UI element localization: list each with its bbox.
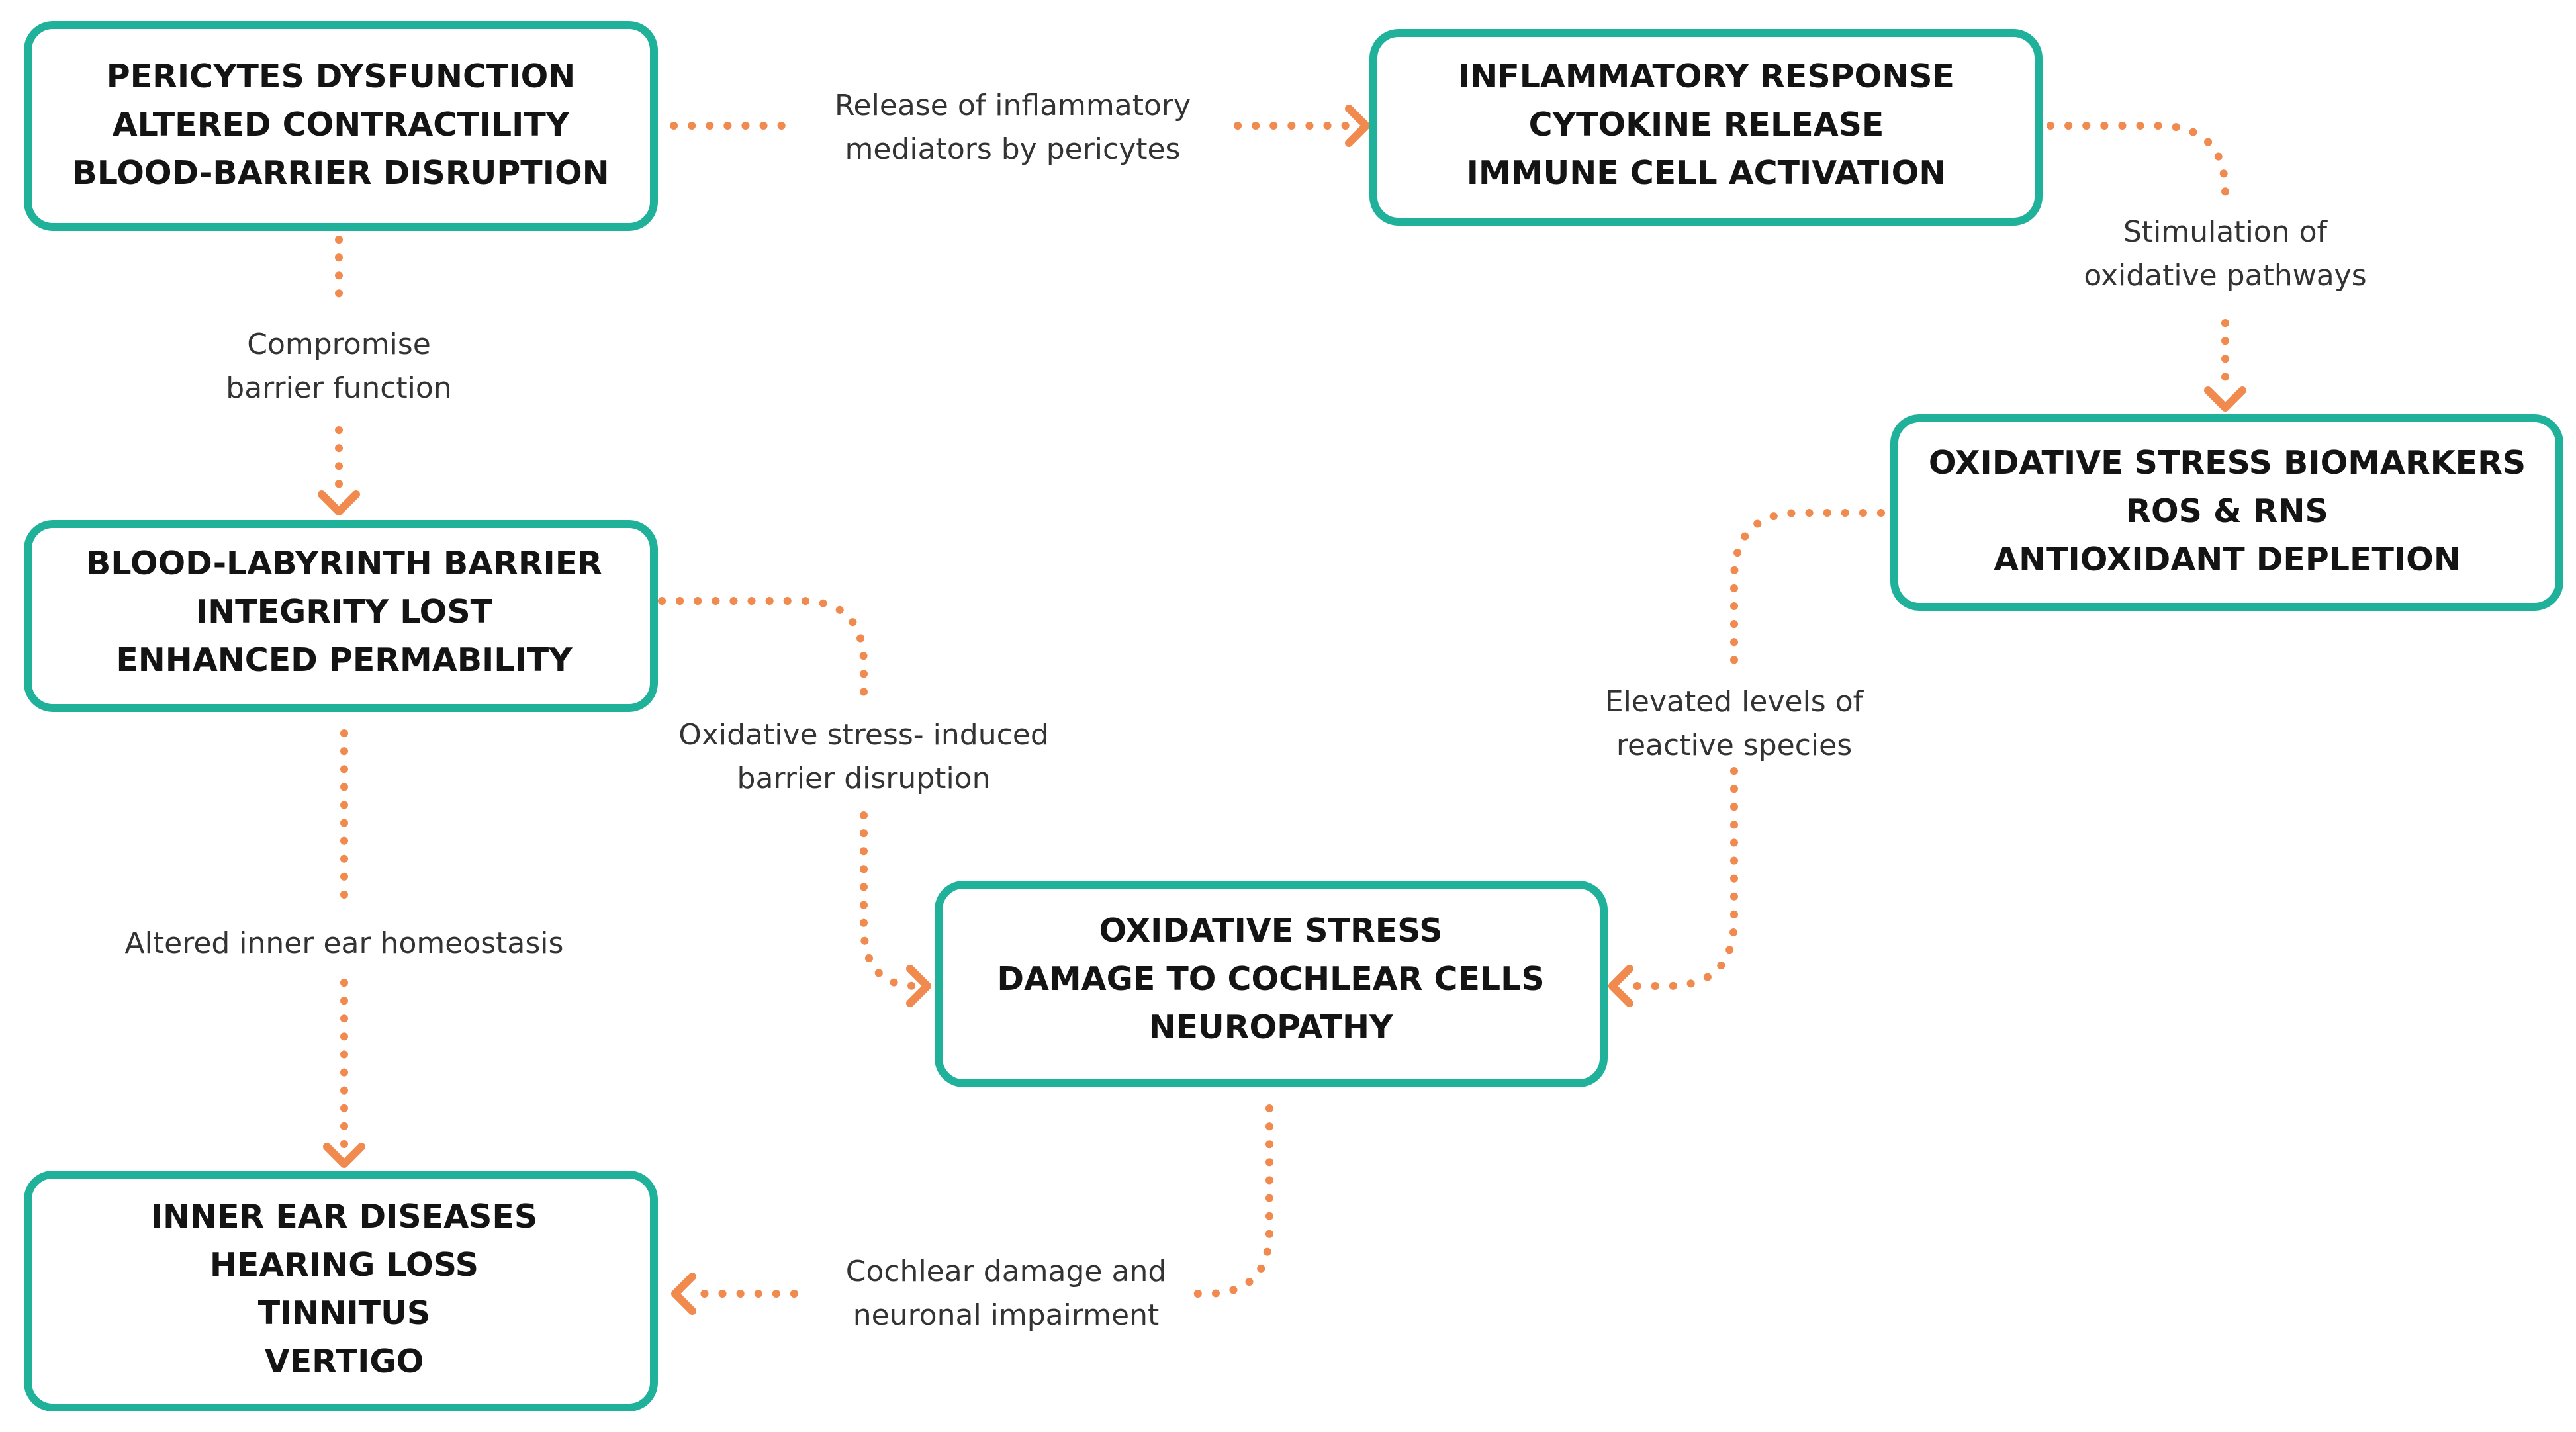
- node-pericytes-line: PERICYTES DYSFUNCTION: [107, 58, 575, 95]
- edge-labels: Release of inflammatory mediators by per…: [125, 89, 2367, 1332]
- connectors: [318, 105, 2246, 1315]
- node-biomarkers-line: ANTIOXIDANT DEPLETION: [1994, 541, 2461, 578]
- node-diseases-line: VERTIGO: [265, 1343, 424, 1380]
- node-diseases-line: TINNITUS: [258, 1294, 430, 1332]
- node-blb-line: INTEGRITY LOST: [196, 593, 493, 631]
- node-oxidative-line: OXIDATIVE STRESS: [1099, 912, 1442, 950]
- node-pericytes-line: ALTERED CONTRACTILITY: [113, 106, 570, 144]
- edge-label-stimulation: oxidative pathways: [2084, 259, 2366, 292]
- arrowhead-right-icon: [1345, 105, 1370, 147]
- connector-cochlear: [684, 1104, 1273, 1298]
- connector-elevated: [1631, 509, 1885, 990]
- connector-barrier-disruption: [658, 597, 921, 990]
- node-inflammatory-line: IMMUNE CELL ACTIVATION: [1467, 154, 1947, 192]
- edge-label-barrier-disruption: barrier disruption: [737, 762, 991, 795]
- edge-label-compromise: Compromise: [247, 328, 431, 361]
- node-diseases-line: HEARING LOSS: [210, 1246, 479, 1284]
- arrowhead-down-icon: [2204, 386, 2246, 412]
- arrowhead-down-icon: [323, 1143, 365, 1168]
- arrowhead-right-icon: [906, 965, 931, 1007]
- node-biomarkers-line: OXIDATIVE STRESS BIOMARKERS: [1929, 444, 2526, 482]
- edge-label-elevated: Elevated levels of: [1605, 685, 1864, 719]
- node-blb-line: BLOOD-LABYRINTH BARRIER: [86, 545, 602, 582]
- edge-label-cochlear: Cochlear damage and: [846, 1255, 1167, 1288]
- node-oxidative-line: NEUROPATHY: [1148, 1008, 1393, 1046]
- node-inflammatory: INFLAMMATORY RESPONSE CYTOKINE RELEASE I…: [1369, 29, 2043, 226]
- edge-label-barrier-disruption: Oxidative stress- induced: [678, 718, 1049, 752]
- edge-label-release: mediators by pericytes: [845, 132, 1181, 166]
- connector-stimulation: [2047, 122, 2229, 398]
- node-inflammatory-line: INFLAMMATORY RESPONSE: [1458, 58, 1955, 95]
- node-oxidative-line: DAMAGE TO COCHLEAR CELLS: [997, 960, 1544, 998]
- edge-label-compromise: barrier function: [226, 371, 451, 405]
- node-diseases: INNER EAR DISEASES HEARING LOSS TINNITUS…: [24, 1171, 658, 1411]
- arrowhead-left-icon: [671, 1273, 696, 1315]
- edge-label-elevated: reactive species: [1616, 729, 1852, 762]
- node-diseases-line: INNER EAR DISEASES: [151, 1198, 537, 1235]
- edge-label-release: Release of inflammatory: [835, 89, 1191, 122]
- edge-label-cochlear: neuronal impairment: [853, 1298, 1160, 1332]
- node-biomarkers-line: ROS & RNS: [2126, 492, 2328, 530]
- node-pericytes-line: BLOOD-BARRIER DISRUPTION: [72, 154, 609, 192]
- node-oxidative: OXIDATIVE STRESS DAMAGE TO COCHLEAR CELL…: [935, 881, 1608, 1087]
- edge-label-homeostasis: Altered inner ear homeostasis: [125, 926, 564, 960]
- node-biomarkers: OXIDATIVE STRESS BIOMARKERS ROS & RNS AN…: [1890, 414, 2563, 611]
- node-inflammatory-line: CYTOKINE RELEASE: [1529, 106, 1884, 144]
- arrowhead-down-icon: [318, 490, 360, 515]
- node-blb: BLOOD-LABYRINTH BARRIER INTEGRITY LOST E…: [24, 520, 658, 712]
- node-pericytes: PERICYTES DYSFUNCTION ALTERED CONTRACTIL…: [24, 21, 658, 231]
- edge-label-stimulation: Stimulation of: [2123, 215, 2328, 249]
- node-blb-line: ENHANCED PERMABILITY: [116, 641, 573, 679]
- arrowhead-left-icon: [1608, 965, 1633, 1007]
